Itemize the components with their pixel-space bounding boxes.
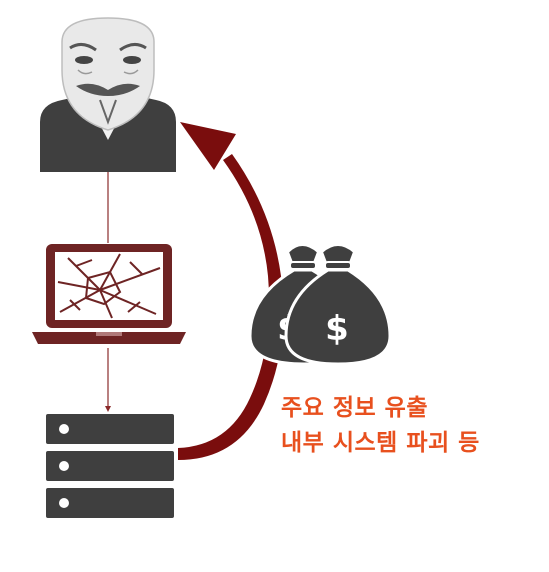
exfiltration-arrow — [178, 122, 284, 460]
caption-data-leak: 주요 정보 유출 — [281, 395, 428, 421]
connector-lines — [105, 172, 111, 412]
server-unit-2 — [46, 451, 174, 481]
hacker-mask-icon — [40, 17, 176, 172]
server-stack-icon — [46, 414, 174, 518]
money-bag-front: $ — [284, 244, 392, 366]
money-bags-icon: $ $ — [248, 244, 392, 366]
broken-laptop-icon — [32, 244, 186, 344]
server-unit-1 — [46, 414, 174, 444]
server-unit-3 — [46, 488, 174, 518]
arrow-head — [180, 122, 236, 170]
connector-arrowhead — [105, 406, 111, 412]
caption-system-destruction: 내부 시스템 파괴 등 — [281, 430, 480, 456]
money-bag-front-symbol: $ — [325, 309, 349, 349]
